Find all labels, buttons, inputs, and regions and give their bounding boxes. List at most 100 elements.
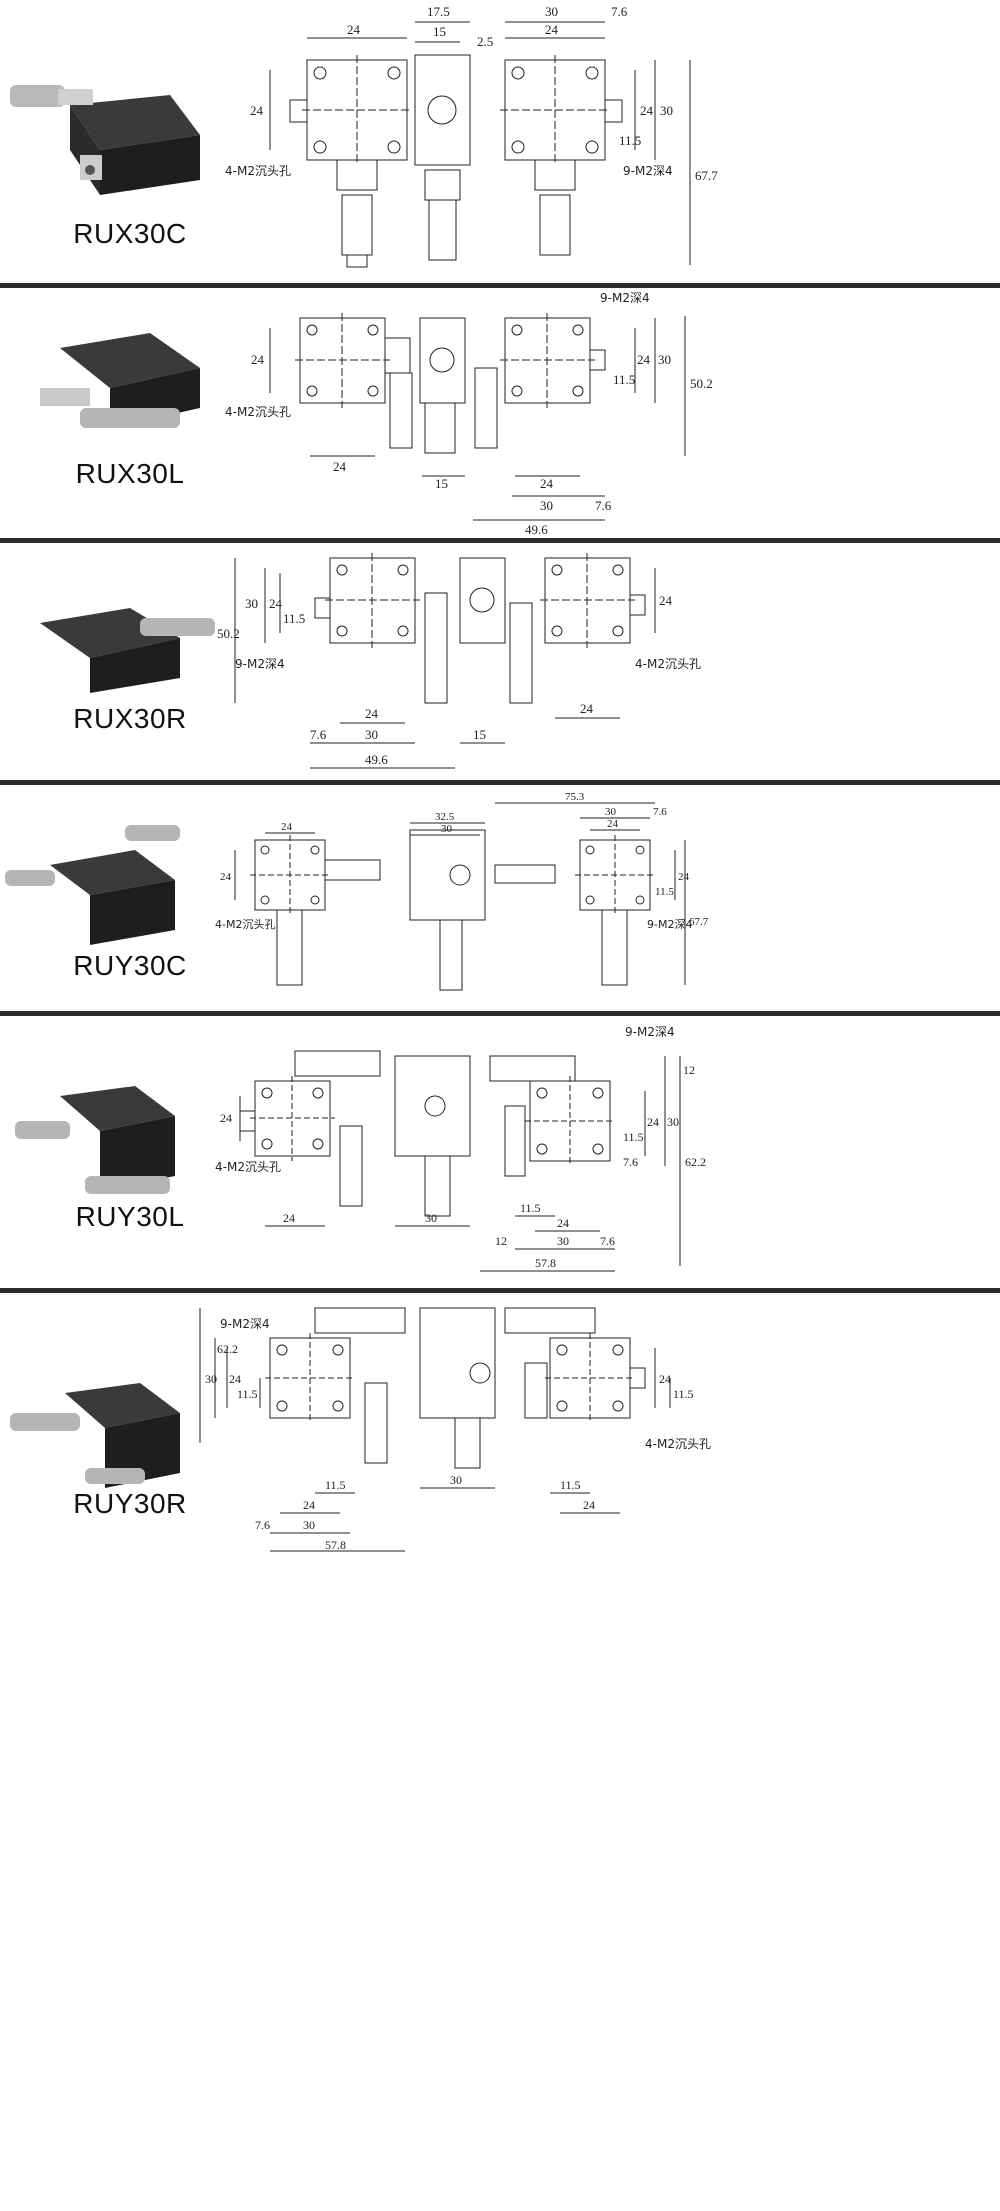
dim-label: 11.5 bbox=[673, 1387, 694, 1401]
dimension-drawing: 50.2 30 24 11.5 24 7.6 30 49.6 15 24 24 … bbox=[217, 553, 701, 769]
dimension-drawing: 17.5 15 2.5 30 7.6 24 24 24 24 30 11.5 6… bbox=[225, 4, 718, 268]
section-rux30l: RUX30L bbox=[0, 288, 1000, 538]
dim-label: 24 bbox=[640, 103, 654, 118]
dim-label: 30 bbox=[425, 1211, 437, 1225]
dim-label: 12 bbox=[683, 1063, 695, 1077]
dim-label: 62.2 bbox=[685, 1155, 706, 1169]
dim-label: 24 bbox=[303, 1498, 315, 1512]
dim-label: 24 bbox=[347, 22, 361, 37]
dim-label: 30 bbox=[660, 103, 673, 118]
product-photo bbox=[10, 1383, 180, 1488]
hole-note: 4-M2沉头孔 bbox=[645, 1437, 711, 1451]
model-label: RUX30L bbox=[75, 458, 185, 489]
dim-label: 7.6 bbox=[653, 806, 667, 818]
dimension-drawing: 24 24 15 24 30 7.6 49.6 24 30 11.5 50.2 … bbox=[225, 291, 713, 537]
dim-label: 30 bbox=[667, 1115, 679, 1129]
dim-label: 57.8 bbox=[535, 1256, 556, 1270]
model-label: RUX30R bbox=[73, 703, 187, 734]
dim-label: 11.5 bbox=[520, 1201, 541, 1215]
dim-label: 11.5 bbox=[325, 1478, 346, 1492]
dim-label: 57.8 bbox=[325, 1538, 346, 1552]
dim-label: 62.2 bbox=[217, 1342, 238, 1356]
dim-label: 24 bbox=[607, 818, 619, 830]
dimension-drawing: 62.2 30 24 11.5 11.5 24 7.6 30 57.8 30 1… bbox=[199, 1307, 711, 1552]
dim-label: 7.6 bbox=[611, 4, 628, 19]
dim-label: 24 bbox=[283, 1211, 295, 1225]
dim-label: 24 bbox=[365, 706, 379, 721]
dim-label: 67.7 bbox=[689, 916, 709, 928]
dim-label: 7.6 bbox=[310, 727, 327, 742]
dim-label: 24 bbox=[333, 459, 347, 474]
hole-note: 4-M2沉头孔 bbox=[635, 657, 701, 671]
model-label: RUY30R bbox=[73, 1488, 187, 1519]
dim-label: 30 bbox=[605, 806, 617, 818]
dim-label: 24 bbox=[659, 1372, 671, 1386]
dim-label: 30 bbox=[545, 4, 558, 19]
dim-label: 30 bbox=[450, 1473, 462, 1487]
dim-label: 75.3 bbox=[565, 791, 585, 803]
dim-label: 30 bbox=[441, 823, 453, 835]
section-divider bbox=[0, 538, 1000, 543]
dim-label: 24 bbox=[220, 871, 232, 883]
hole-note: 4-M2沉头孔 bbox=[215, 918, 275, 931]
section-ruy30c: RUY30C bbox=[0, 785, 1000, 1011]
dim-label: 24 bbox=[251, 352, 265, 367]
dim-label: 11.5 bbox=[619, 133, 641, 148]
dim-label: 24 bbox=[269, 596, 283, 611]
hole-note: 9-M2深4 bbox=[647, 918, 692, 931]
hole-note: 4-M2沉头孔 bbox=[225, 405, 291, 419]
dim-label: 11.5 bbox=[237, 1387, 258, 1401]
dim-label: 24 bbox=[647, 1115, 659, 1129]
dim-label: 30 bbox=[658, 352, 671, 367]
dim-label: 24 bbox=[583, 1498, 595, 1512]
dim-label: 32.5 bbox=[435, 811, 455, 823]
dim-label: 24 bbox=[250, 103, 264, 118]
product-photo bbox=[5, 825, 180, 945]
product-photo bbox=[40, 333, 200, 428]
hole-note: 9-M2深4 bbox=[220, 1317, 270, 1331]
dim-label: 49.6 bbox=[525, 522, 548, 537]
product-photo bbox=[15, 1086, 175, 1194]
hole-note: 9-M2深4 bbox=[235, 657, 285, 671]
dim-label: 2.5 bbox=[477, 34, 493, 49]
dim-label: 7.6 bbox=[255, 1518, 270, 1532]
section-divider bbox=[0, 1288, 1000, 1293]
dim-label: 24 bbox=[659, 593, 673, 608]
section-ruy30l: RUY30L bbox=[0, 1016, 1000, 1288]
model-label: RUY30C bbox=[73, 950, 187, 981]
section-rux30c: RUX30C bbox=[0, 0, 1000, 283]
dim-label: 50.2 bbox=[217, 626, 240, 641]
dim-label: 11.5 bbox=[283, 611, 305, 626]
dim-label: 15 bbox=[473, 727, 486, 742]
hole-note: 4-M2沉头孔 bbox=[215, 1160, 281, 1174]
dim-label: 11.5 bbox=[623, 1130, 644, 1144]
hole-note: 9-M2深4 bbox=[623, 164, 673, 178]
dim-label: 30 bbox=[557, 1234, 569, 1248]
hole-note: 9-M2深4 bbox=[600, 291, 650, 305]
dim-label: 11.5 bbox=[613, 372, 635, 387]
model-label: RUY30L bbox=[75, 1201, 185, 1232]
dim-label: 15 bbox=[433, 24, 446, 39]
dim-label: 30 bbox=[303, 1518, 315, 1532]
dim-label: 67.7 bbox=[695, 168, 718, 183]
model-label: RUX30C bbox=[73, 218, 187, 249]
dim-label: 49.6 bbox=[365, 752, 388, 767]
section-rux30r: RUX30R bbox=[0, 543, 1000, 780]
section-divider bbox=[0, 780, 1000, 785]
dimension-drawing: 24 24 30 12 30 24 11.5 7.6 62.2 11.5 24 … bbox=[215, 1025, 706, 1272]
hole-note: 9-M2深4 bbox=[625, 1025, 675, 1039]
dim-label: 24 bbox=[545, 22, 559, 37]
dim-label: 24 bbox=[678, 871, 690, 883]
dim-label: 30 bbox=[540, 498, 553, 513]
dim-label: 17.5 bbox=[427, 4, 450, 19]
dim-label: 24 bbox=[281, 821, 293, 833]
product-photo bbox=[40, 608, 215, 693]
dim-label: 7.6 bbox=[595, 498, 612, 513]
product-photo bbox=[10, 85, 200, 195]
dim-label: 30 bbox=[205, 1372, 217, 1386]
dim-label: 24 bbox=[637, 352, 651, 367]
dim-label: 15 bbox=[435, 476, 448, 491]
dim-label: 11.5 bbox=[655, 886, 674, 898]
dim-label: 7.6 bbox=[600, 1234, 615, 1248]
section-divider bbox=[0, 283, 1000, 288]
